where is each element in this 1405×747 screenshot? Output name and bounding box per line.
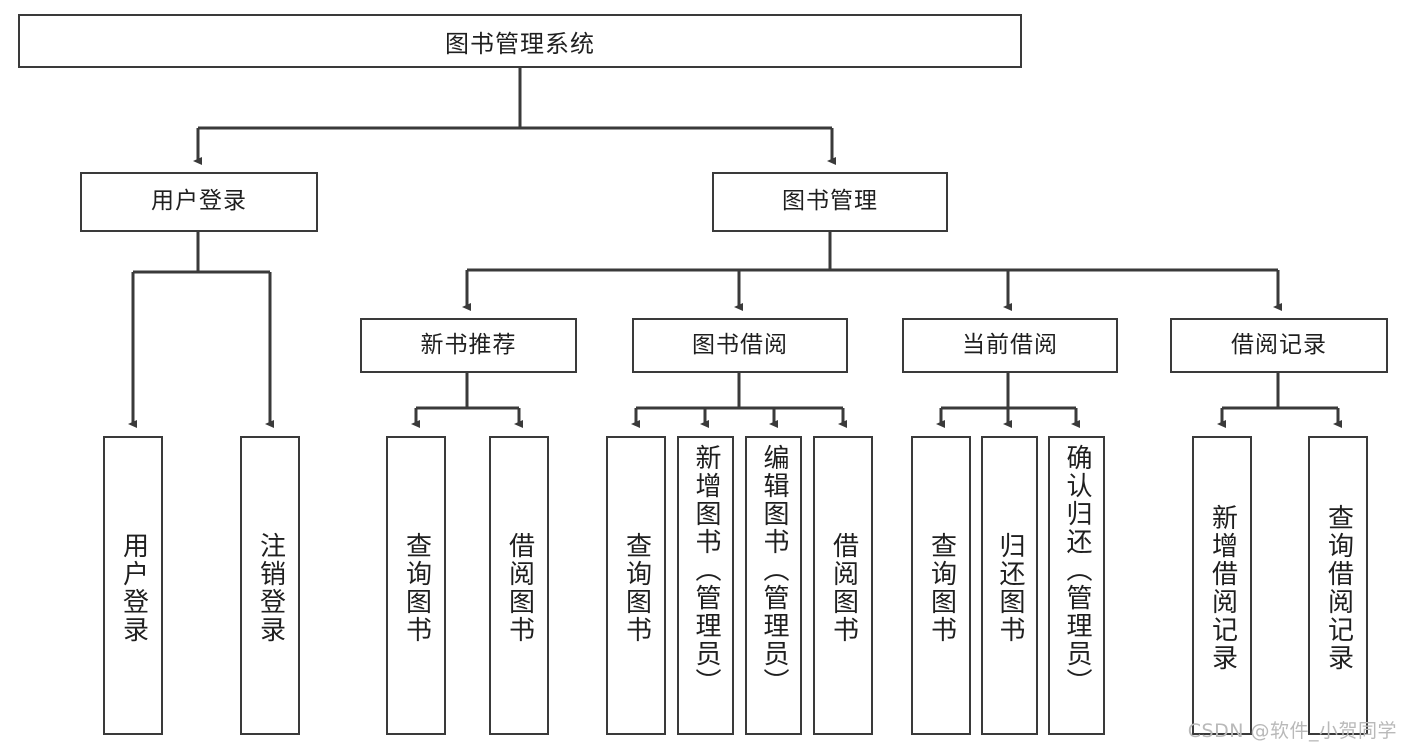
- node-borrow-record[interactable]: 借阅记录: [1170, 318, 1388, 373]
- leaf-borrow-book-borrow[interactable]: 借阅图书: [813, 436, 873, 735]
- leaf-add-book-admin-label: 新增图书（管理员）: [691, 444, 722, 696]
- leaf-logout[interactable]: 注销登录: [240, 436, 300, 735]
- leaf-return-book-inner: 归还图书: [983, 442, 1036, 733]
- leaf-query-book-borrow[interactable]: 查询图书: [606, 436, 666, 735]
- leaf-query-book-current[interactable]: 查询图书: [911, 436, 971, 735]
- leaf-logout-label: 注销登录: [255, 531, 286, 644]
- node-book-borrow-label: 图书借阅: [692, 331, 788, 358]
- leaf-query-book-newbook-label: 查询图书: [401, 531, 432, 644]
- leaf-edit-book-admin-label: 编辑图书（管理员）: [759, 444, 790, 696]
- leaf-query-book-current-label: 查询图书: [926, 531, 957, 644]
- node-root-system[interactable]: 图书管理系统: [18, 14, 1022, 68]
- leaf-confirm-return-admin-label: 确认归还（管理员）: [1062, 444, 1093, 696]
- csdn-watermark: CSDN @软件_小贺同学: [1187, 720, 1397, 742]
- leaf-add-borrow-record-label: 新增借阅记录: [1207, 503, 1238, 672]
- leaf-borrow-book-newbook-label: 借阅图书: [504, 531, 535, 644]
- node-borrow-record-label: 借阅记录: [1231, 331, 1327, 358]
- node-book-borrow[interactable]: 图书借阅: [632, 318, 848, 373]
- leaf-query-book-current-inner: 查询图书: [913, 442, 969, 733]
- leaf-confirm-return-admin[interactable]: 确认归还（管理员）: [1048, 436, 1105, 735]
- node-current-borrow[interactable]: 当前借阅: [902, 318, 1118, 373]
- leaf-add-book-admin[interactable]: 新增图书（管理员）: [677, 436, 734, 735]
- leaf-query-book-newbook-inner: 查询图书: [388, 442, 444, 733]
- leaf-add-book-admin-inner: 新增图书（管理员）: [679, 442, 732, 735]
- leaf-borrow-book-newbook[interactable]: 借阅图书: [489, 436, 549, 735]
- leaf-query-borrow-record-label: 查询借阅记录: [1323, 503, 1354, 672]
- leaf-add-borrow-record[interactable]: 新增借阅记录: [1192, 436, 1252, 735]
- leaf-user-login-label: 用户登录: [118, 531, 149, 644]
- node-book-management[interactable]: 图书管理: [712, 172, 948, 232]
- node-new-book-recommend[interactable]: 新书推荐: [360, 318, 577, 373]
- leaf-logout-inner: 注销登录: [242, 442, 298, 733]
- node-new-book-recommend-label: 新书推荐: [420, 331, 517, 358]
- leaf-query-borrow-record-inner: 查询借阅记录: [1310, 442, 1366, 733]
- leaf-query-borrow-record[interactable]: 查询借阅记录: [1308, 436, 1368, 735]
- node-user-login-label: 用户登录: [151, 188, 247, 215]
- leaf-confirm-return-admin-inner: 确认归还（管理员）: [1050, 442, 1103, 735]
- leaf-return-book-label: 归还图书: [995, 531, 1026, 644]
- node-book-management-label: 图书管理: [782, 188, 878, 215]
- leaf-borrow-book-borrow-label: 借阅图书: [828, 531, 859, 644]
- leaf-query-book-newbook[interactable]: 查询图书: [386, 436, 446, 735]
- node-root-label: 图书管理系统: [445, 29, 595, 58]
- leaf-borrow-book-borrow-inner: 借阅图书: [815, 442, 871, 733]
- leaf-borrow-book-newbook-inner: 借阅图书: [491, 442, 547, 733]
- leaf-edit-book-admin-inner: 编辑图书（管理员）: [747, 442, 800, 735]
- leaf-return-book[interactable]: 归还图书: [981, 436, 1038, 735]
- leaf-query-book-borrow-inner: 查询图书: [608, 442, 664, 733]
- leaf-user-login[interactable]: 用户登录: [103, 436, 163, 735]
- leaf-user-login-inner: 用户登录: [105, 442, 161, 733]
- node-user-login[interactable]: 用户登录: [80, 172, 318, 232]
- leaf-query-book-borrow-label: 查询图书: [621, 531, 652, 644]
- leaf-edit-book-admin[interactable]: 编辑图书（管理员）: [745, 436, 802, 735]
- leaf-add-borrow-record-inner: 新增借阅记录: [1194, 442, 1250, 733]
- node-current-borrow-label: 当前借阅: [962, 331, 1058, 358]
